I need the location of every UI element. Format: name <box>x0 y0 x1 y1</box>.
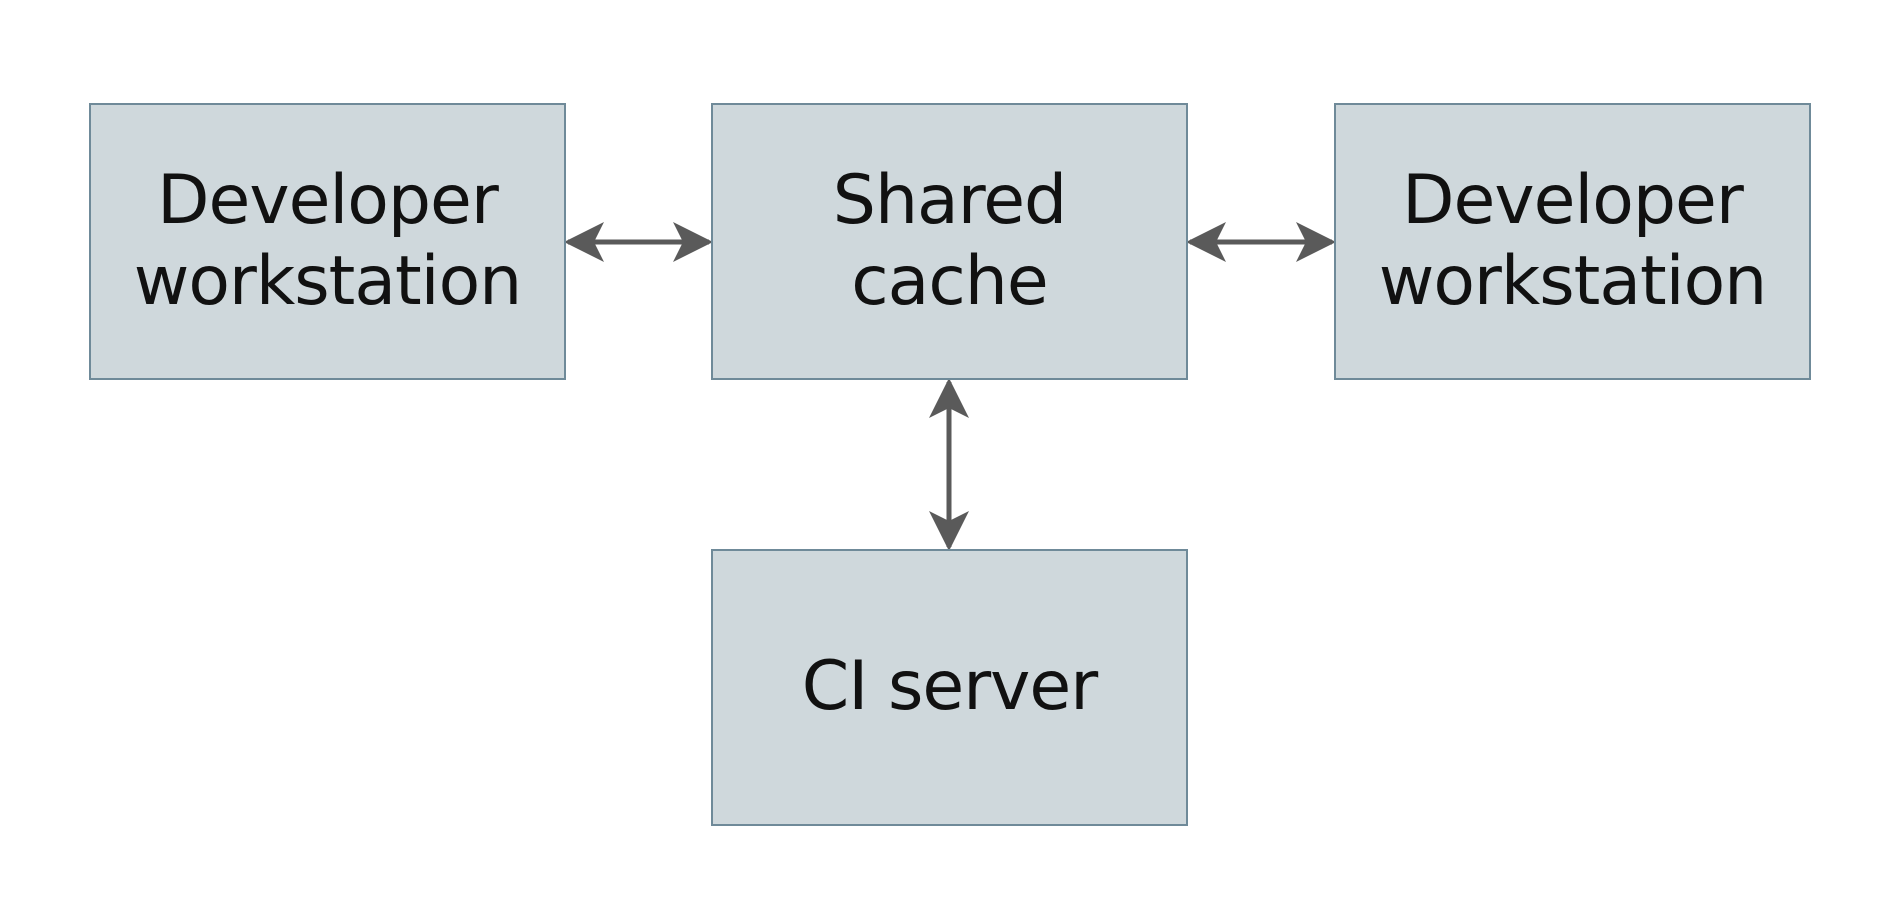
node-label: Developer workstation <box>1378 161 1768 321</box>
node-ci-server: CI server <box>711 549 1188 826</box>
node-developer-workstation-right: Developer workstation <box>1334 103 1811 380</box>
node-label: Developer workstation <box>133 161 523 321</box>
node-label: CI server <box>801 647 1098 727</box>
node-developer-workstation-left: Developer workstation <box>89 103 566 380</box>
node-shared-cache: Shared cache <box>711 103 1188 380</box>
node-label: Shared cache <box>832 161 1067 321</box>
